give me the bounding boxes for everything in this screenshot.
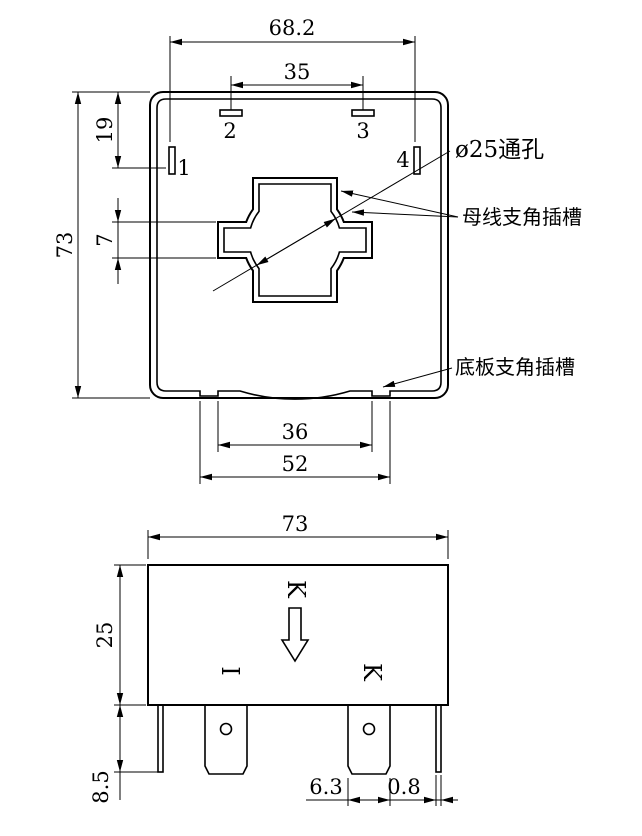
terminal-blade-right bbox=[347, 705, 391, 775]
dim-73-left: 73 bbox=[53, 91, 150, 399]
mark-terminal-i: I bbox=[216, 666, 244, 675]
dim-7-text: 7 bbox=[93, 233, 117, 246]
dim-8-5-text: 8.5 bbox=[89, 770, 113, 803]
dim-8-5: 8.5 bbox=[89, 705, 162, 804]
polarity-marks: K I K bbox=[216, 580, 386, 682]
side-body-outline bbox=[147, 564, 449, 706]
busbar-slot-label: 母线支角插槽 bbox=[462, 205, 582, 229]
terminal-3-tab bbox=[351, 109, 375, 117]
terminal-1-tab bbox=[168, 146, 176, 175]
dim-73-left-text: 73 bbox=[53, 232, 77, 259]
terminal-hole-right bbox=[362, 722, 376, 736]
terminal-numbers: 2 3 1 4 bbox=[177, 119, 409, 180]
dim-7: 7 bbox=[93, 198, 216, 284]
terminal-2-tab bbox=[219, 109, 243, 117]
direction-arrow bbox=[280, 607, 310, 663]
dim-73-side-text: 73 bbox=[282, 512, 309, 536]
body-outer-outline bbox=[149, 91, 449, 399]
dim-52-text: 52 bbox=[282, 452, 309, 476]
dim-52: 52 bbox=[199, 401, 391, 484]
terminal-1-label: 1 bbox=[177, 156, 190, 180]
side-tab-right-thin bbox=[435, 704, 442, 773]
terminal-hole-left bbox=[219, 722, 233, 736]
dim-35-text: 35 bbox=[284, 60, 311, 84]
terminal-4-label: 4 bbox=[396, 148, 409, 172]
dim-36: 36 bbox=[217, 401, 373, 452]
callout-busbar-slot: 母线支角插槽 bbox=[340, 190, 582, 229]
mark-direction-k: K bbox=[282, 580, 310, 599]
terminal-3-label: 3 bbox=[356, 119, 369, 143]
dim-19-text: 19 bbox=[93, 117, 117, 144]
top-view: 2 3 1 4 68.2 35 73 19 bbox=[53, 16, 582, 484]
center-hole-inner bbox=[223, 183, 367, 297]
body-inner-outline bbox=[156, 98, 442, 400]
side-tab-left-thin bbox=[157, 704, 164, 773]
mark-terminal-k: K bbox=[358, 663, 386, 682]
baseplate-slot-label: 底板支角插槽 bbox=[455, 355, 575, 379]
dim-36-text: 36 bbox=[282, 420, 309, 444]
dim-35: 35 bbox=[230, 60, 364, 110]
dim-0-8-text: 0.8 bbox=[387, 775, 420, 799]
dim-68-2: 68.2 bbox=[169, 16, 416, 142]
side-view: K I K 73 25 8.5 6.3 bbox=[89, 512, 458, 806]
center-hole-outer bbox=[217, 177, 373, 303]
callout-baseplate-slot: 底板支角插槽 bbox=[382, 355, 575, 388]
callout-through-hole: ø25通孔 bbox=[212, 137, 544, 292]
dim-19: 19 bbox=[93, 92, 166, 169]
through-hole-label: ø25通孔 bbox=[455, 137, 544, 163]
dim-73-side: 73 bbox=[147, 512, 449, 559]
terminal-2-label: 2 bbox=[223, 119, 236, 143]
dim-68-2-text: 68.2 bbox=[269, 16, 316, 40]
dim-6-3: 6.3 bbox=[306, 775, 458, 806]
dim-0-8: 0.8 bbox=[387, 775, 458, 806]
top-view-body bbox=[149, 91, 449, 400]
terminal-blade-left bbox=[204, 705, 248, 775]
dim-25-text: 25 bbox=[93, 622, 117, 649]
dim-25: 25 bbox=[93, 564, 146, 706]
terminal-4-tab bbox=[413, 146, 421, 175]
dim-6-3-text: 6.3 bbox=[309, 775, 342, 799]
side-view-body bbox=[147, 564, 449, 775]
